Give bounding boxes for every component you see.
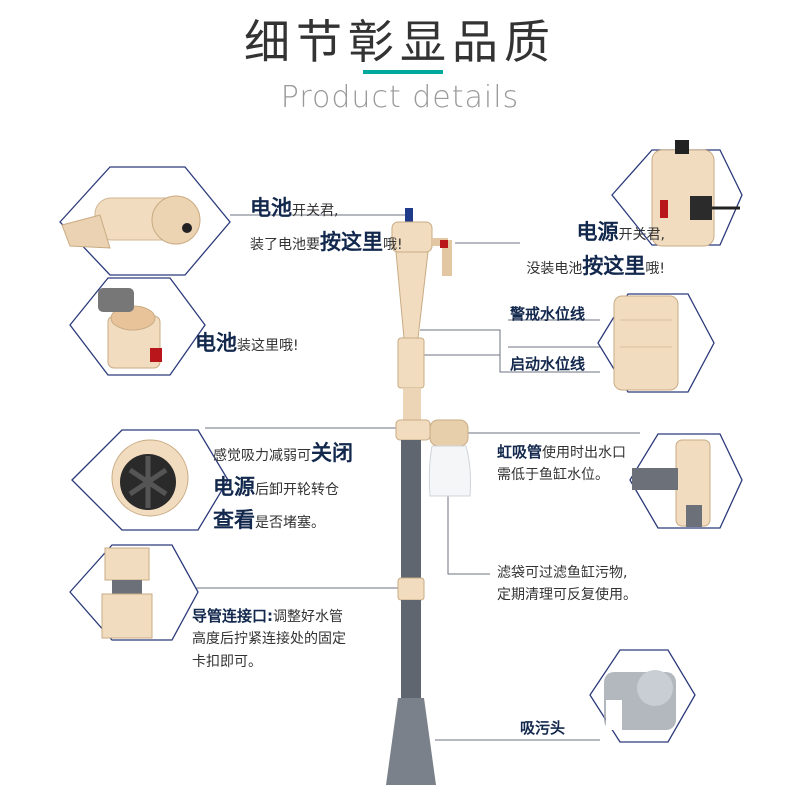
siphon-callout: 虹吸管使用时出水口 需低于鱼缸水位。 <box>497 443 627 484</box>
detail-water-line-image <box>613 295 679 391</box>
power-switch-callout: 电源开关君, 没装电池按这里哦! <box>526 220 665 278</box>
detail-impeller-image <box>111 439 189 517</box>
start-water-line-label: 启动水位线 <box>510 355 586 373</box>
detail-connector-image <box>101 547 153 639</box>
title-accent-line <box>363 70 443 74</box>
detail-battery-switch-image <box>61 195 201 249</box>
suction-head-label: 吸污头 <box>520 719 566 737</box>
filter-bag-callout: 滤袋可过滤鱼缸污物, 定期清理可反复使用。 <box>497 565 637 604</box>
battery-switch-callout: 电池开关君, 装了电池要按这里哦! <box>250 196 403 254</box>
power-check-callout: 感觉吸力减弱可关闭 电源后卸开轮转仓 查看是否堵塞。 <box>213 441 353 533</box>
detail-suction-head-image <box>604 670 676 730</box>
connector-lines <box>190 214 640 741</box>
warning-water-line-label: 警戒水位线 <box>510 305 586 323</box>
battery-slot-callout: 电池装这里哦! <box>195 331 299 355</box>
detail-siphon-outlet-image <box>632 439 711 527</box>
gravel-cleaner-pump-icon <box>386 208 471 785</box>
page-subtitle: Product details <box>280 80 520 115</box>
connector-callout: 导管连接口:调整好水管 高度后拧紧连接处的固定 卡扣即可。 <box>192 607 346 670</box>
detail-battery-slot-image <box>98 288 162 369</box>
detail-power-switch-image <box>651 140 740 247</box>
page-title: 细节彰显品质 <box>244 15 556 69</box>
